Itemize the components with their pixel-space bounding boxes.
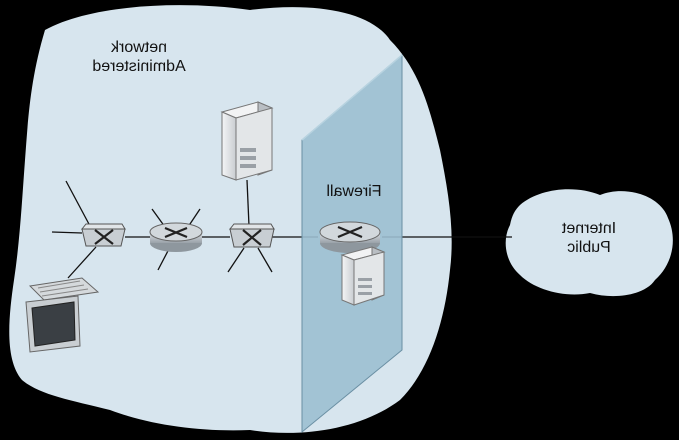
switch-icon	[80, 223, 126, 247]
router-icon	[319, 221, 381, 253]
firewall-label: Firewall	[326, 183, 381, 200]
administered-label-network: network	[110, 39, 167, 56]
switch-icon	[228, 223, 275, 248]
public-internet-label-public: Public	[567, 239, 611, 256]
administered-label-administered: Administered	[92, 58, 185, 75]
mirrored-labels: network Administered Firewall Internet P…	[92, 39, 616, 256]
stub-switch1-left	[51, 231, 83, 234]
link-switch2-server	[246, 179, 250, 227]
laptop-icon	[25, 277, 100, 353]
stub-switch2-dr	[257, 247, 273, 273]
stub-switch2-dl	[227, 247, 245, 273]
server-icon	[340, 246, 386, 306]
stub-switch1-upper	[65, 180, 91, 227]
server-icon	[220, 101, 274, 181]
public-internet-cloud	[505, 189, 673, 297]
router-icon	[149, 222, 203, 252]
public-internet-label-internet: Internet	[561, 220, 616, 237]
link-switch1-laptop	[67, 246, 97, 279]
